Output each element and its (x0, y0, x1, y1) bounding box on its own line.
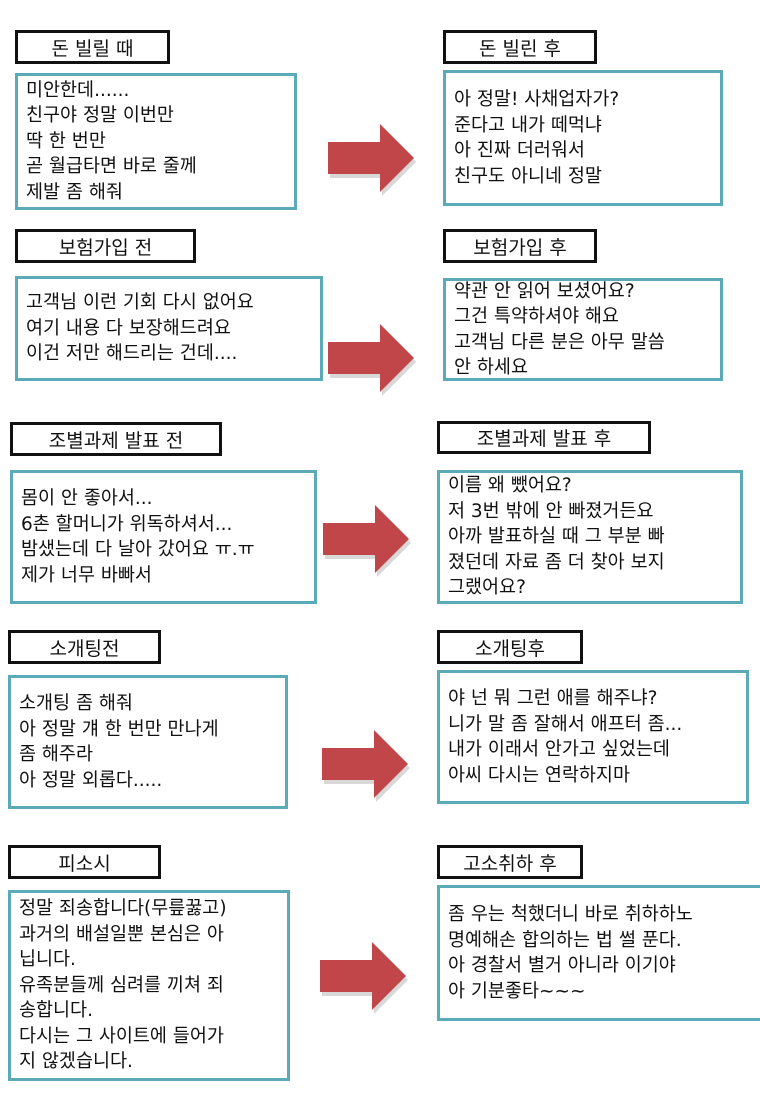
text-line: 아 진짜 더러워서 (454, 140, 585, 161)
before-title: 조별과제 발표 전 (48, 429, 184, 452)
text-line: 송합니다. (19, 1000, 93, 1022)
text-line: 유족분들께 심려를 끼쳐 죄 (19, 974, 224, 996)
right-arrow-icon (323, 505, 411, 577)
text-line: 아 정말! 사채업자가? (454, 89, 620, 110)
before-title-box: 돈 빌릴 때 (15, 30, 170, 64)
text-line: 정말 죄송합니다(무릎꿇고) (19, 898, 227, 920)
before-title: 소개팅전 (49, 637, 120, 660)
text-line: 그건 특약하셔야 해요 (454, 306, 619, 327)
text-line: 약관 안 읽어 보셨어요? (454, 280, 635, 302)
text-line: 소개팅 좀 해줘 (19, 693, 133, 714)
right-arrow-icon (328, 324, 416, 396)
right-arrow-icon (320, 942, 408, 1014)
text-line: 좀 해주라 (19, 744, 93, 765)
before-title-box: 소개팅전 (8, 630, 161, 664)
after-title: 보험가입 후 (473, 236, 567, 259)
arrow-shape (322, 730, 408, 798)
text-line: 야 넌 뭐 그런 애를 해주냐? (448, 688, 658, 709)
after-title-box: 보험가입 후 (443, 229, 597, 263)
text-line: 명예해손 합의하는 법 썰 푼다. (448, 929, 682, 951)
before-title-box: 조별과제 발표 전 (10, 422, 222, 456)
after-title-box: 돈 빌린 후 (443, 30, 597, 64)
arrow-shape (323, 505, 409, 573)
text-line: 내가 이래서 안가고 싶었는데 (448, 739, 670, 760)
text-line: 아 경찰서 별거 아니라 이기야 (448, 955, 676, 976)
text-line: 니가 말 좀 잘해서 애프터 좀... (448, 713, 683, 735)
text-line: 과거의 배설일뿐 본심은 아 (19, 923, 224, 945)
text-line: 몸이 안 좋아서... (21, 488, 153, 509)
text-line: 고객님 이런 기회 다시 없어요 (26, 292, 254, 314)
right-arrow-icon (328, 124, 416, 196)
after-title: 조별과제 발표 후 (476, 428, 612, 450)
text-line: 그랬어요? (448, 577, 526, 599)
text-line: 아까 발표하실 때 그 부분 빠 (448, 526, 665, 548)
after-title: 소개팅후 (475, 637, 545, 660)
text-line: 미안한데...... (26, 79, 130, 101)
before-title-box: 피소시 (8, 845, 161, 879)
arrow-shape (328, 324, 414, 392)
before-title: 돈 빌릴 때 (51, 37, 134, 60)
text-line: 아 정말 외롭다..... (19, 769, 163, 791)
text-line: 친구야 정말 이번만 (26, 105, 174, 127)
text-line: 이건 저만 해드리는 건데.... (26, 343, 238, 365)
text-line: 친구도 아니네 정말 (454, 165, 602, 187)
text-line: 이름 왜 뺐어요? (448, 475, 572, 497)
text-line: 졌던데 자료 좀 더 찾아 보지 (448, 551, 665, 573)
before-title: 피소시 (58, 852, 111, 875)
text-line: 아 정말 걔 한 번만 만나게 (19, 718, 219, 740)
arrow-shape (328, 124, 414, 192)
text-line: 좀 우는 척했더니 바로 취하하노 (448, 904, 693, 925)
text-line: 아 기분좋타~~~ (448, 980, 586, 1002)
text-line: 여기 내용 다 보장해드려요 (26, 317, 231, 339)
before-title: 보험가입 전 (58, 236, 153, 259)
arrow-shape (320, 942, 406, 1010)
text-line: 닙니다. (19, 949, 76, 971)
right-arrow-icon (322, 730, 410, 802)
text-line: 딱 한 번만 (26, 130, 106, 152)
text-line: 안 하세요 (454, 357, 528, 378)
text-line: 6촌 할머니가 위독하셔서... (21, 513, 233, 535)
before-text-box: 몸이 안 좋아서... 6촌 할머니가 위독하셔서... 밤샜는데 다 날아 갔어요… (10, 470, 317, 604)
after-title: 고소취하 후 (463, 852, 557, 875)
text-line: 밤샜는데 다 날아 갔어요 ㅠ.ㅠ (21, 539, 255, 560)
after-title: 돈 빌린 후 (479, 37, 561, 60)
after-title-box: 고소취하 후 (437, 845, 583, 879)
text-line: 제발 좀 해줘 (26, 181, 123, 203)
text-line: 아씨 다시는 연락하지마 (448, 764, 630, 786)
text-line: 다시는 그 사이트에 들어가 (19, 1025, 224, 1047)
text-line: 곧 월급타면 바로 줄께 (26, 156, 197, 178)
text-line: 고객님 다른 분은 아무 말씀 (454, 331, 665, 353)
after-title-box: 소개팅후 (437, 630, 583, 664)
text-line: 지 않겠습니다. (19, 1051, 133, 1073)
after-text-box: 야 넌 뭐 그런 애를 해주냐? 니가 말 좀 잘해서 애프터 좀... 내가 이래… (437, 670, 749, 804)
text-line: 저 3번 밖에 안 빠졌거든요 (448, 500, 654, 522)
after-title-box: 조별과제 발표 후 (437, 421, 651, 454)
text-line: 준다고 내가 떼먹냐 (454, 114, 602, 136)
before-title-box: 보험가입 전 (15, 229, 196, 263)
text-line: 제가 너무 바빠서 (21, 564, 152, 586)
